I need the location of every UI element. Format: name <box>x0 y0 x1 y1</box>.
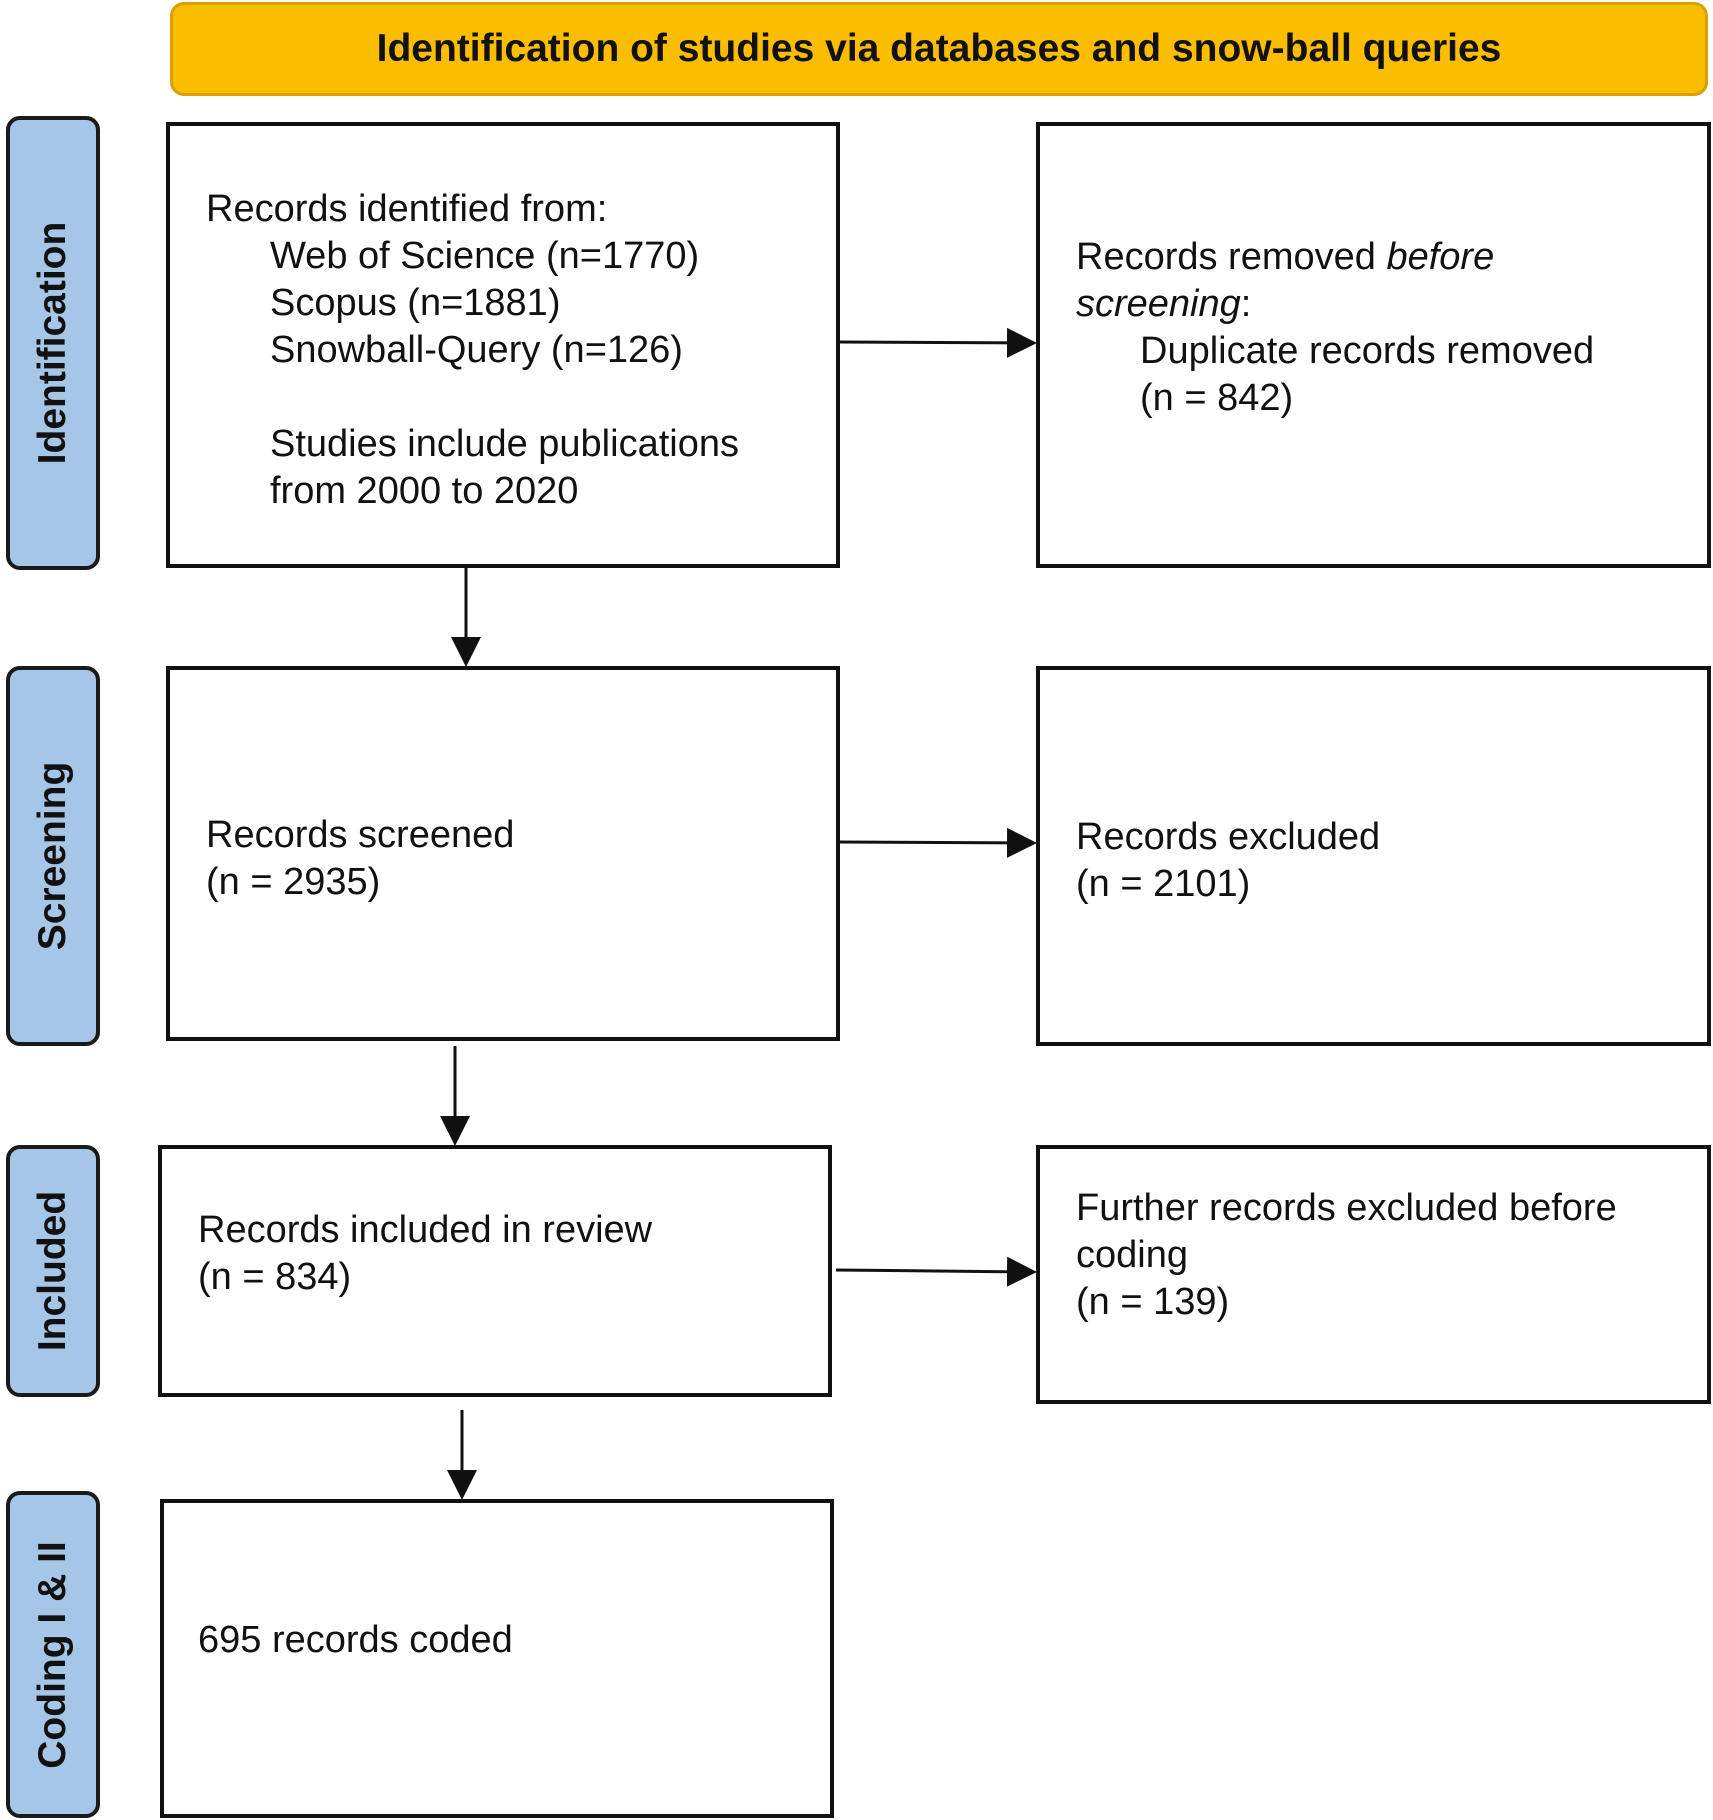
stage-screening: Screening <box>6 666 100 1046</box>
records-included-box: Records included in review (n = 834) <box>158 1145 832 1397</box>
arrow-identified-to-removed <box>839 327 1037 358</box>
stage-coding: Coding I & II <box>6 1491 100 1818</box>
arrow-included-to-further-excluded <box>835 1256 1037 1287</box>
stage-identification: Identification <box>6 116 100 570</box>
records-coded-box: 695 records coded <box>160 1499 834 1818</box>
source-web-of-science: Web of Science (n=1770) <box>270 235 700 277</box>
records-screened-count: (n = 2935) <box>206 861 381 903</box>
records-excluded-count: (n = 2101) <box>1076 863 1251 905</box>
records-identified-heading: Records identified from: <box>206 188 608 230</box>
records-included-count: (n = 834) <box>198 1256 352 1298</box>
records-excluded-label: Records excluded <box>1076 816 1381 858</box>
source-snowball-query: Snowball-Query (n=126) <box>270 329 683 371</box>
records-screened-box: Records screened (n = 2935) <box>166 666 840 1041</box>
header-banner: Identification of studies via databases … <box>170 2 1708 96</box>
records-included-label: Records included in review <box>198 1209 653 1251</box>
further-excluded-label: Further records excluded before <box>1076 1187 1617 1229</box>
records-removed-heading: Records removed before <box>1076 236 1495 278</box>
arrow-screened-to-excluded <box>839 827 1037 858</box>
records-coded-label: 695 records coded <box>198 1619 513 1661</box>
further-excluded-box: Further records excluded before coding (… <box>1036 1145 1711 1404</box>
records-removed-box: Records removed before screening: Duplic… <box>1036 122 1711 568</box>
records-removed-heading-cont: screening: <box>1076 283 1252 325</box>
further-excluded-label-cont: coding <box>1076 1234 1188 1276</box>
publication-range-line1: Studies include publications <box>270 423 739 465</box>
records-screened-label: Records screened <box>206 814 515 856</box>
publication-range-line2: from 2000 to 2020 <box>270 470 579 512</box>
records-identified-box: Records identified from: Web of Science … <box>166 122 840 568</box>
duplicates-removed-count: (n = 842) <box>1140 377 1294 419</box>
source-scopus: Scopus (n=1881) <box>270 282 561 324</box>
header-title: Identification of studies via databases … <box>376 27 1502 70</box>
records-excluded-box: Records excluded (n = 2101) <box>1036 666 1711 1046</box>
duplicates-removed-label: Duplicate records removed <box>1140 330 1595 372</box>
further-excluded-count: (n = 139) <box>1076 1281 1230 1323</box>
stage-included: Included <box>6 1145 100 1397</box>
